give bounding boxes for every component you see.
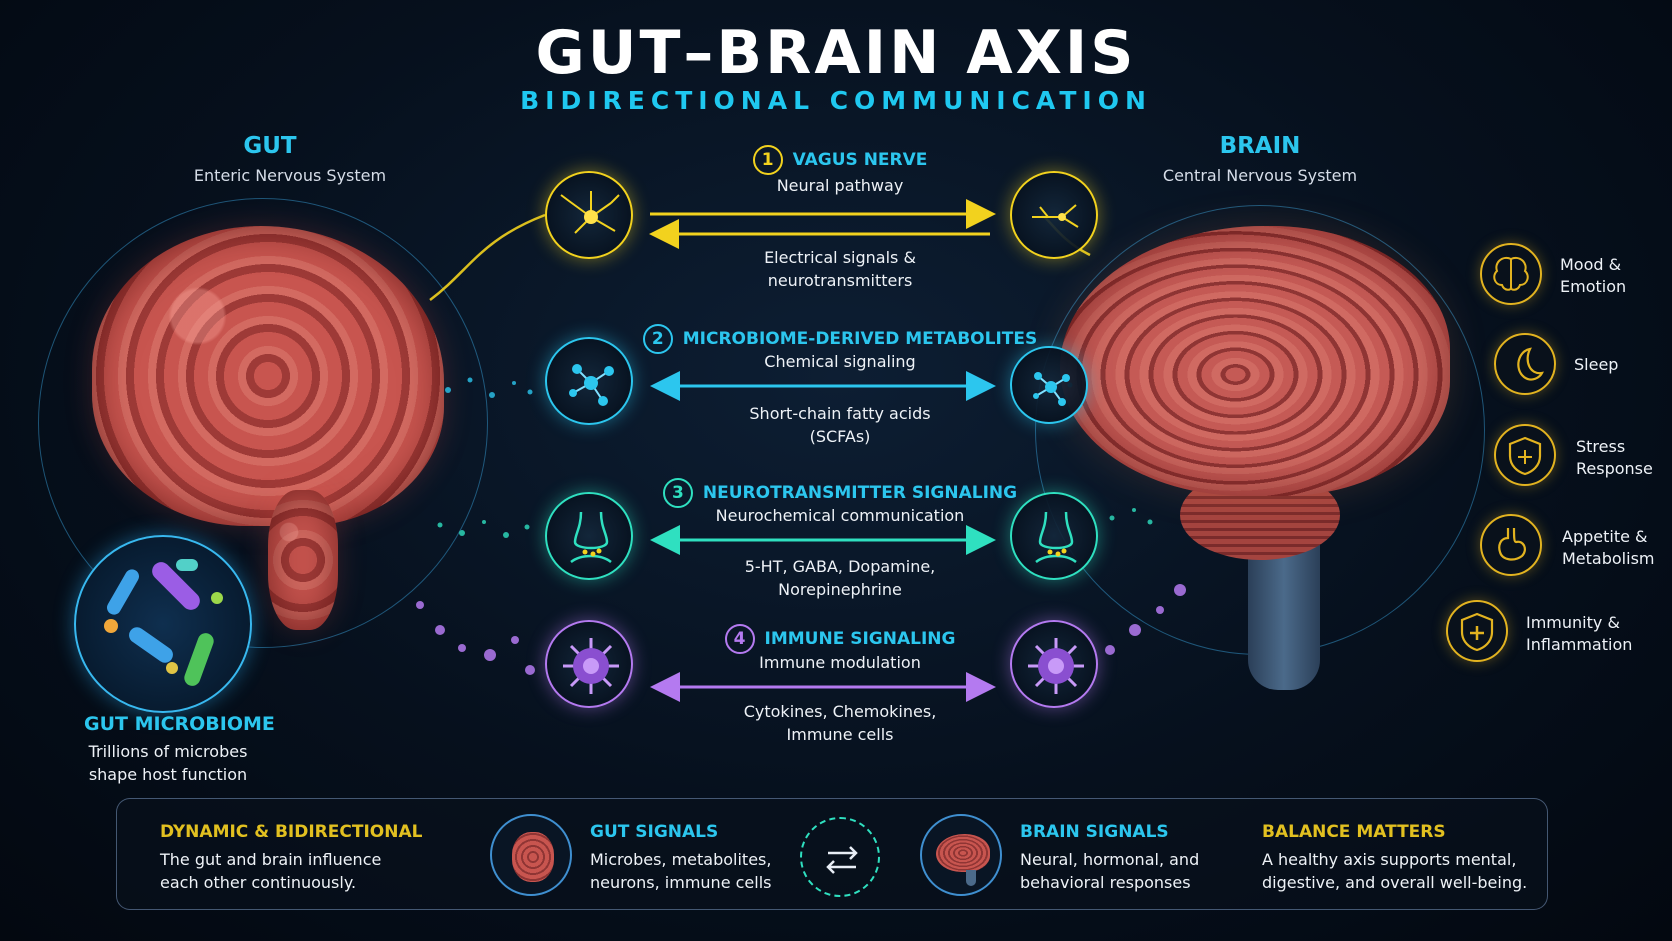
pathway-3-subtitle: Neurochemical communication — [715, 506, 965, 525]
pathway-3-note: 5-HT, GABA, Dopamine, Norepinephrine — [744, 557, 936, 599]
dynamic-title: DYNAMIC & BIDIRECTIONAL — [160, 822, 423, 842]
brain-illustration — [1060, 226, 1450, 496]
neuron-icon — [545, 171, 633, 259]
brain-signals-icon — [920, 814, 1002, 896]
effect-appetite: Appetite &Metabolism — [1562, 527, 1655, 568]
intestine-illustration — [92, 226, 444, 526]
microbiome-description: Trillions of microbes shape host functio… — [88, 742, 248, 784]
brain-subtitle: Central Nervous System — [1162, 166, 1358, 185]
microbiome-title: GUT MICROBIOME — [84, 713, 275, 735]
effect-sleep: Sleep — [1574, 355, 1619, 374]
pathway-2-subtitle: Chemical signaling — [764, 352, 916, 371]
balance-title: BALANCE MATTERS — [1262, 822, 1446, 842]
pathway-2-note: Short-chain fatty acids (SCFAs) — [749, 404, 931, 446]
gut-subtitle: Enteric Nervous System — [193, 166, 387, 185]
exchange-arrows-icon — [800, 817, 880, 897]
shield-plus-icon — [1446, 600, 1508, 662]
gut-halo — [38, 198, 488, 648]
synapse-icon — [545, 492, 633, 580]
immune-cell-icon — [1010, 620, 1098, 708]
microbiome-illustration — [74, 535, 252, 713]
shield-icon — [1494, 424, 1556, 486]
effect-mood: Mood &Emotion — [1560, 255, 1627, 296]
gut-signals-icon — [490, 814, 572, 896]
gut-signals-text: Microbes, metabolites,neurons, immune ce… — [590, 850, 772, 892]
page-title: GUT–BRAIN AXIS — [535, 18, 1137, 88]
rectum-illustration — [268, 490, 338, 630]
page-subtitle: BIDIRECTIONAL COMMUNICATION — [520, 86, 1152, 115]
molecule-icon — [1010, 346, 1088, 424]
gut-title: GUT — [243, 133, 297, 159]
neuron-icon — [1010, 171, 1098, 259]
synapse-icon — [1010, 492, 1098, 580]
balance-text: A healthy axis supports mental,digestive… — [1262, 850, 1528, 892]
brain-signals-title: BRAIN SIGNALS — [1020, 822, 1169, 842]
moon-icon — [1494, 333, 1556, 395]
pathway-1-note: Electrical signals & neurotransmitters — [764, 248, 916, 290]
gut-signals-title: GUT SIGNALS — [590, 822, 719, 842]
molecule-icon — [545, 337, 633, 425]
stomach-icon — [1480, 514, 1542, 576]
immune-cell-icon — [545, 620, 633, 708]
brain-title: BRAIN — [1219, 133, 1301, 159]
brain-icon — [1480, 243, 1542, 305]
effect-immunity: Immunity &Inflammation — [1526, 613, 1633, 654]
pathway-4-subtitle: Immune modulation — [759, 653, 921, 672]
pathway-1-subtitle: Neural pathway — [776, 176, 904, 195]
pathway-4-note: Cytokines, Chemokines, Immune cells — [743, 702, 937, 744]
